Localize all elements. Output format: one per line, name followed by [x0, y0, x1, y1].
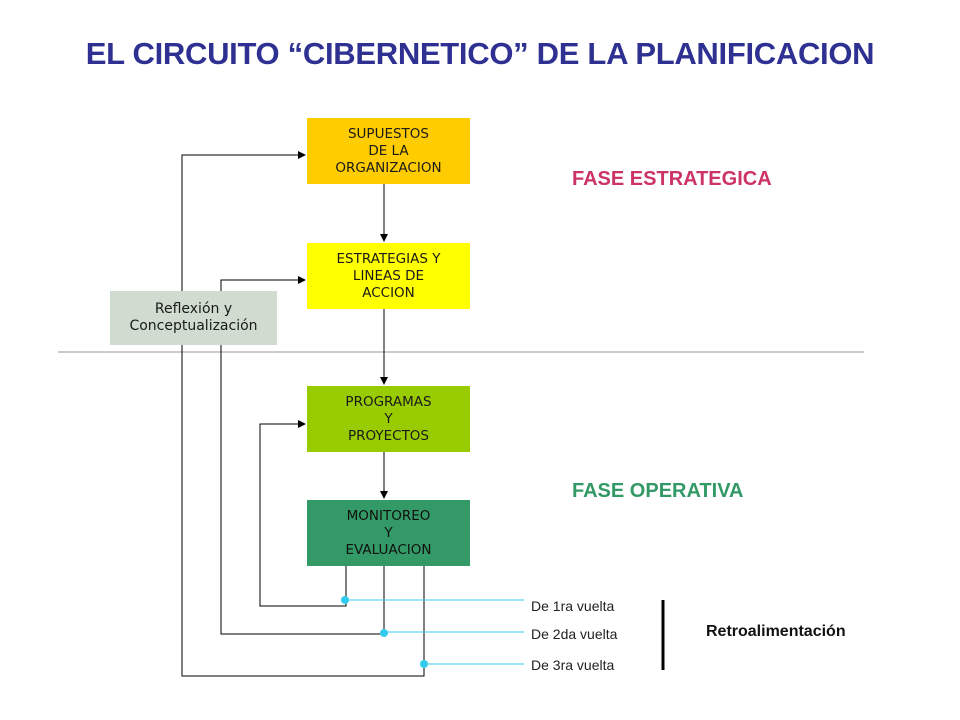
- loop-third: [181, 151, 425, 677]
- loop-second-label: De 2da vuelta: [531, 626, 618, 642]
- box-estrategias: ESTRATEGIAS Y LINEAS DE ACCION: [307, 243, 470, 309]
- feedback-label: Retroalimentación: [706, 623, 846, 640]
- dot-second: [380, 629, 388, 637]
- box-supuestos: SUPUESTOS DE LA ORGANIZACION: [307, 118, 470, 184]
- dot-first: [341, 596, 349, 604]
- phase-operativa-label: FASE OPERATIVA: [572, 480, 744, 502]
- loop-third-label: De 3ra vuelta: [531, 657, 615, 673]
- box-reflexion: Reflexión y Conceptualización: [110, 291, 277, 345]
- dot-third: [420, 660, 428, 668]
- diagram-title: EL CIRCUITO “CIBERNETICO” DE LA PLANIFIC…: [85, 36, 875, 71]
- loop-first-label: De 1ra vuelta: [531, 598, 615, 614]
- box-programas: PROGRAMAS Y PROYECTOS: [307, 386, 470, 452]
- loop-second: [220, 276, 385, 635]
- phase-estrategica-label: FASE ESTRATEGICA: [572, 168, 772, 190]
- box-monitoreo: MONITOREO Y EVALUACION: [307, 500, 470, 566]
- loop-first: [259, 420, 347, 607]
